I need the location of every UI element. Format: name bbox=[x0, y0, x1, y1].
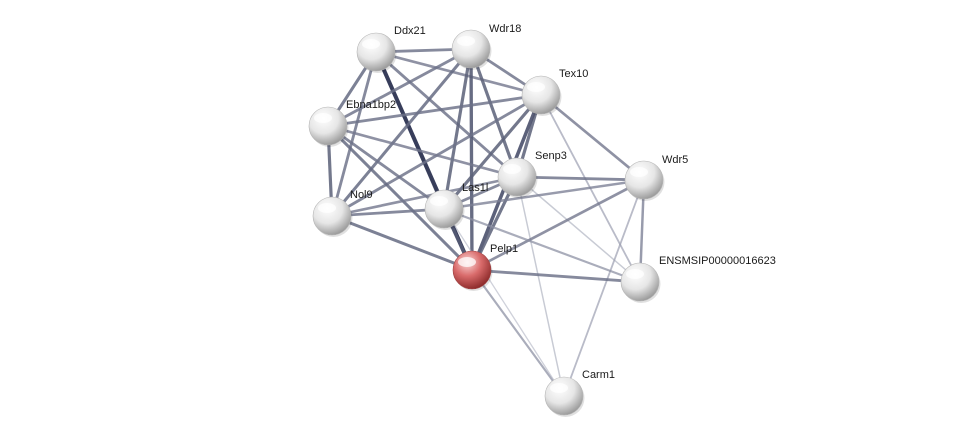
node-highlight bbox=[630, 167, 648, 177]
node-highlight bbox=[626, 269, 644, 279]
edge-wdr18-nol9 bbox=[330, 47, 473, 218]
node-wdr5[interactable] bbox=[624, 160, 665, 201]
node-sphere[interactable] bbox=[620, 262, 660, 302]
node-highlight bbox=[527, 82, 545, 92]
edge-ebna1bp2-pelp1 bbox=[326, 124, 474, 272]
node-label-ddx21: Ddx21 bbox=[394, 25, 426, 37]
edge-wdr18-senp3 bbox=[469, 47, 519, 179]
node-ensmsip00000016623[interactable] bbox=[620, 262, 661, 303]
node-highlight bbox=[430, 196, 448, 206]
node-label-ebna1bp2: Ebna1bp2 bbox=[346, 99, 396, 111]
node-label-tex10: Tex10 bbox=[559, 68, 588, 80]
edges-layer bbox=[326, 47, 646, 398]
node-label-las1l: Las1l bbox=[462, 182, 488, 194]
edge-tex10-wdr5 bbox=[539, 93, 646, 182]
node-label-pelp1: Pelp1 bbox=[490, 243, 518, 255]
node-highlight bbox=[458, 257, 476, 267]
edge-wdr5-las1l bbox=[442, 178, 646, 211]
edge-pelp1-ensmsip00000016623 bbox=[470, 268, 642, 284]
node-highlight bbox=[314, 113, 332, 123]
node-sphere[interactable] bbox=[356, 32, 396, 72]
node-highlight bbox=[503, 164, 521, 174]
edge-wdr18-ebna1bp2 bbox=[326, 47, 473, 128]
edge-senp3-nol9 bbox=[330, 175, 519, 218]
node-sphere[interactable] bbox=[624, 160, 664, 200]
edge-ddx21-tex10 bbox=[374, 50, 543, 97]
node-pelp1[interactable] bbox=[452, 250, 493, 291]
node-ddx21[interactable] bbox=[356, 32, 397, 73]
node-sphere[interactable] bbox=[451, 29, 491, 69]
node-tex10[interactable] bbox=[521, 75, 562, 116]
node-highlight bbox=[457, 36, 475, 46]
nodes-layer bbox=[308, 29, 665, 417]
edge-wdr18-pelp1 bbox=[469, 47, 474, 272]
node-highlight bbox=[550, 383, 568, 393]
node-senp3[interactable] bbox=[497, 157, 538, 198]
node-label-carm1: Carm1 bbox=[582, 369, 615, 381]
edge-las1l-carm1 bbox=[443, 208, 565, 397]
edge-wdr18-las1l bbox=[442, 47, 473, 211]
edge-wdr5-carm1 bbox=[563, 179, 645, 397]
node-label-senp3: Senp3 bbox=[535, 150, 567, 162]
node-sphere[interactable] bbox=[497, 157, 537, 197]
node-highlight bbox=[318, 203, 336, 213]
edge-ddx21-senp3 bbox=[374, 50, 519, 179]
node-label-nol9: Nol9 bbox=[350, 189, 373, 201]
node-ebna1bp2[interactable] bbox=[308, 106, 349, 147]
node-label-wdr18: Wdr18 bbox=[489, 23, 521, 35]
node-label-ensmsip00000016623: ENSMSIP00000016623 bbox=[659, 255, 776, 267]
edge-ebna1bp2-senp3 bbox=[326, 124, 519, 179]
node-wdr18[interactable] bbox=[451, 29, 492, 70]
node-label-wdr5: Wdr5 bbox=[662, 154, 688, 166]
edge-pelp1-carm1 bbox=[470, 268, 566, 398]
node-sphere[interactable] bbox=[521, 75, 561, 115]
node-nol9[interactable] bbox=[312, 196, 353, 237]
node-sphere[interactable] bbox=[312, 196, 352, 236]
edge-senp3-carm1 bbox=[516, 176, 565, 397]
node-highlight bbox=[362, 39, 380, 49]
edge-wdr5-pelp1 bbox=[470, 178, 646, 272]
node-sphere[interactable] bbox=[308, 106, 348, 146]
edge-las1l-ensmsip00000016623 bbox=[442, 207, 642, 284]
edge-nol9-pelp1 bbox=[330, 214, 474, 272]
node-sphere[interactable] bbox=[544, 376, 584, 416]
node-carm1[interactable] bbox=[544, 376, 585, 417]
node-sphere[interactable] bbox=[424, 189, 464, 229]
node-las1l[interactable] bbox=[424, 189, 465, 230]
edge-senp3-wdr5 bbox=[515, 175, 646, 182]
edge-tex10-ebna1bp2 bbox=[326, 93, 543, 128]
query-node-sphere[interactable] bbox=[452, 250, 492, 290]
